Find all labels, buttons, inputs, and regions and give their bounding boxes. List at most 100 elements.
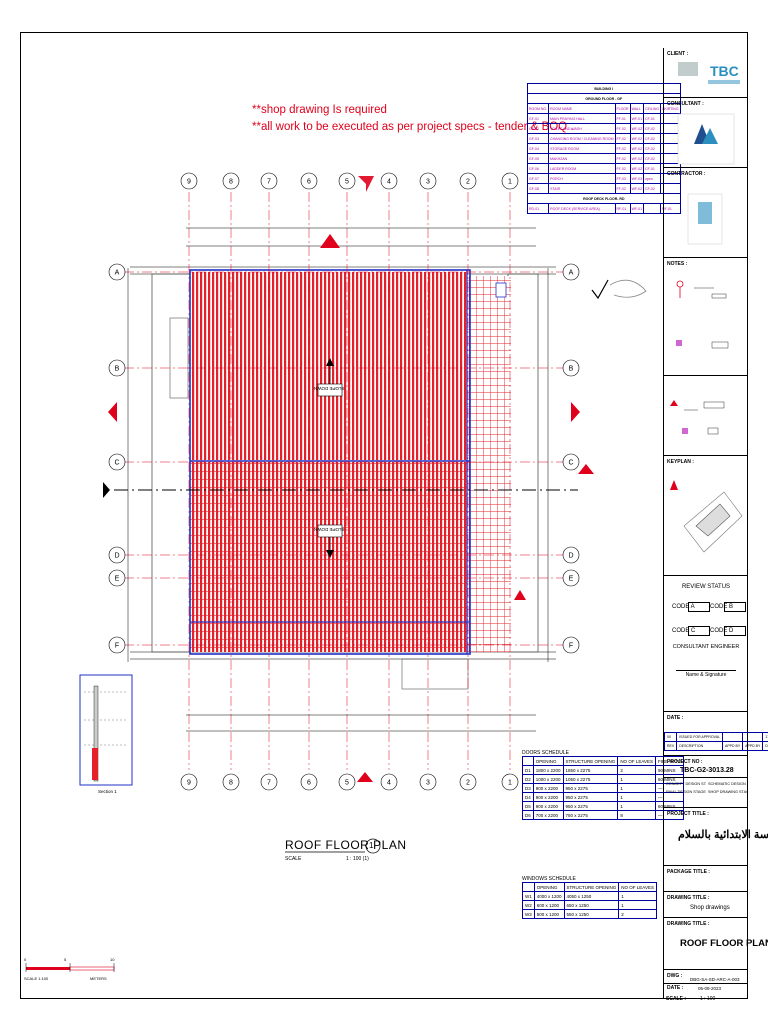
- symbols-cell: [664, 376, 748, 456]
- bar-scale: [25, 963, 115, 972]
- slope-label-lower: SLOPE DOWN: [314, 527, 345, 532]
- doors-schedule-cell: 8: [617, 810, 656, 820]
- grid-label-col: 7: [267, 179, 271, 186]
- project-specs-note: **all work to be executed as per project…: [252, 121, 574, 133]
- grid-label-col: 6: [307, 780, 311, 787]
- building-table-cell: CF-02: [643, 123, 662, 134]
- code-b-checkbox[interactable]: [724, 602, 746, 612]
- stage-option: CONCEPT DESIGN STAGE: [666, 782, 706, 786]
- code-a-checkbox[interactable]: [688, 602, 710, 612]
- notes-legend: [676, 280, 729, 349]
- windows-schedule-header-cell: OPENING: [533, 882, 565, 892]
- code-c-label[interactable]: CODE C: [672, 628, 696, 634]
- contractor-label: CONTRACTOR :: [667, 171, 706, 177]
- revision-cell: REV: [663, 741, 678, 751]
- grid-label-col: 3: [426, 179, 430, 186]
- building-table-cell: WF-02: [629, 183, 645, 194]
- client-cell: CLIENT : TBC: [664, 48, 748, 98]
- building-table-cell: GF-01: [526, 113, 550, 124]
- building-table-cell: LADDER ROOM: [548, 163, 616, 174]
- building-table-cell: GF-04: [526, 143, 550, 154]
- building-table-cell: GF-07: [526, 173, 550, 184]
- doors-schedule-cell: 700 x 2200: [532, 810, 564, 820]
- building-finish-table: BUILDING I GROUND FLOOR - GF ROOM NO.ROO…: [526, 83, 681, 214]
- building-table-cell: FF-01: [614, 113, 631, 124]
- building-table-cell: GF-02: [526, 123, 550, 134]
- keyplan-label: KEYPLAN :: [667, 459, 694, 465]
- check-annotation: [591, 279, 647, 300]
- building-table-cell: FF-02: [614, 183, 631, 194]
- building-table-cell: CF-02: [643, 153, 662, 164]
- building-table-cell: [643, 203, 662, 214]
- grid-bubble-col: [501, 773, 519, 791]
- stage-option: SHOP DRAWING STAGE: [708, 790, 748, 794]
- code-d-label[interactable]: CODE D: [710, 628, 734, 634]
- windows-schedule-cell: 1: [618, 900, 657, 910]
- grid-bubble-row: [562, 569, 580, 587]
- grid-label-col: 4: [387, 780, 391, 787]
- windows-schedule-cell: 600 x 1200: [533, 900, 565, 910]
- ground-floor-header: GROUND FLOOR - GF: [527, 93, 681, 104]
- building-table-header-cell: FLOOR: [614, 103, 631, 114]
- code-b-label[interactable]: CODE B: [710, 604, 734, 610]
- drawing-title-1-value: Shop drawings: [690, 905, 730, 911]
- doors-schedule-cell: D1: [522, 765, 534, 775]
- building-table-cell: WF-02: [629, 143, 645, 154]
- revision-cell: APPD BY: [742, 741, 764, 751]
- review-status-cell: REVIEW STATUS CODE A CODE B CODE C CODE …: [664, 576, 748, 712]
- building-table-cell: FF-02: [614, 163, 631, 174]
- doors-schedule-cell: 900 x 2200: [532, 783, 564, 793]
- dwg-cell: DWG : DBG-SA-SD-ARC-A-003: [664, 970, 748, 984]
- grid-label-col: 9: [187, 179, 191, 186]
- grid-label-col: 5: [345, 780, 349, 787]
- grid-label-col: 8: [229, 780, 233, 787]
- building-table-cell: WF-01: [629, 113, 645, 124]
- grid-bubble-col: [222, 773, 240, 791]
- building-table-header-cell: WALL: [629, 103, 645, 114]
- plan-title: ROOF FLOOR PLAN: [285, 838, 407, 852]
- doors-schedule-cell: D3: [522, 783, 534, 793]
- doors-schedule-header-cell: STRUCTURE OPENING: [562, 756, 619, 766]
- grid-bubble-col: [260, 773, 278, 791]
- drawing-title-2-label: DRAWING TITLE :: [667, 921, 710, 927]
- code-d-checkbox[interactable]: [724, 626, 746, 636]
- grid-bubble-col: [338, 172, 356, 190]
- elevation-markers: [108, 176, 594, 782]
- code-a-label[interactable]: CODE A: [672, 604, 695, 610]
- grid-label-row: F: [569, 643, 573, 650]
- doors-schedule-cell: —: [654, 810, 685, 820]
- windows-schedule-header-cell: STRUCTURE OPENING: [563, 882, 620, 892]
- grid-label-col: 9: [187, 780, 191, 787]
- grid-label-row: C: [114, 460, 119, 467]
- keyplan-drawing: [670, 480, 743, 553]
- grid-bubble-row: [108, 636, 126, 654]
- building-table-cell: FF-03: [614, 173, 631, 184]
- project-no-label: PROJECT NO :: [667, 759, 703, 765]
- building-table-cell: WF-02: [629, 133, 645, 144]
- building-table-cell: PORCH: [548, 173, 616, 184]
- windows-schedule-cell: 4000 x 1200: [533, 891, 565, 901]
- revision-cell: APPD BY: [721, 741, 744, 751]
- windows-schedule-cell: 650 x 1250: [563, 900, 620, 910]
- grid-bubble-col: [380, 773, 398, 791]
- building-table-cell: CF-02: [643, 133, 662, 144]
- grid-label-col: 1: [508, 780, 512, 787]
- doors-schedule-cell: 1050 x 2275: [562, 774, 619, 784]
- grid-bubble-row: [108, 453, 126, 471]
- building-table-cell: WF-01: [629, 203, 645, 214]
- windows-schedule-cell: 1: [618, 891, 657, 901]
- doors-schedule-cell: 950 x 2275: [562, 783, 619, 793]
- building-table-cell: FF-02: [614, 133, 631, 144]
- code-c-checkbox[interactable]: [688, 626, 710, 636]
- bar-scale-unit: METERS: [90, 976, 107, 981]
- grid-label-row: D: [568, 553, 573, 560]
- windows-schedule-cell: 550 x 1250: [563, 909, 620, 919]
- windows-schedule-cell: W3: [522, 909, 535, 919]
